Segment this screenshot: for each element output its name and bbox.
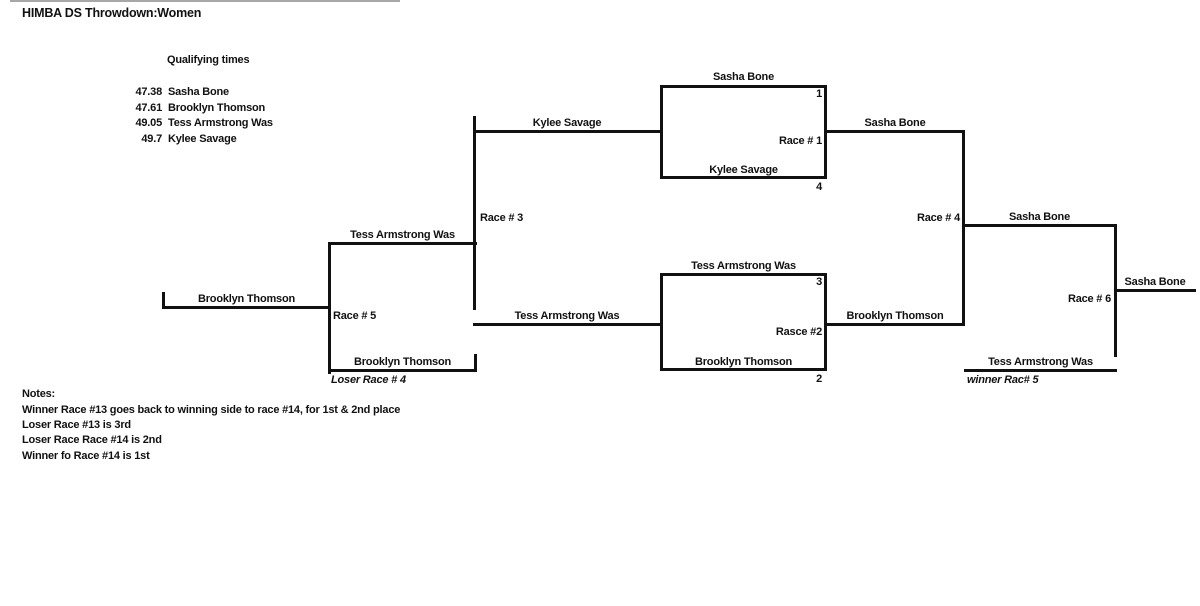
qualifying-name: Kylee Savage: [168, 133, 237, 145]
race1-label: Race # 1: [778, 135, 822, 147]
race3-top-name: Kylee Savage: [532, 117, 602, 129]
race2-top-name: Tess Armstrong Was: [691, 260, 796, 272]
race3-top-line: [473, 130, 661, 133]
qualifying-time: 49.05: [135, 117, 162, 129]
race5-label: Race # 5: [333, 310, 377, 322]
race2-top-seed: 3: [816, 276, 822, 288]
race1-top-name: Sasha Bone: [713, 71, 774, 83]
race6-bottom-name: Tess Armstrong Was: [988, 356, 1093, 368]
race3-bottom-line: [473, 323, 661, 326]
qualifying-time: 47.61: [135, 102, 162, 114]
race6-label: Race # 6: [1067, 293, 1111, 305]
race5-bottom-name: Brooklyn Thomson: [353, 356, 452, 368]
race2-label: Rasce #2: [775, 326, 822, 338]
race2-bottom-name: Brooklyn Thomson: [694, 356, 793, 368]
race1-winner-name: Sasha Bone: [864, 117, 926, 129]
page-title: HIMBA DS Throwdown:Women: [22, 6, 202, 20]
race6-bottom-note: winner Rac# 5: [967, 374, 1039, 386]
race1-winner-line: [825, 130, 965, 133]
qualifying-header: Qualifying times: [167, 54, 250, 66]
qualifying-name: Tess Armstrong Was: [168, 117, 273, 129]
race1-bottom-name: Kylee Savage: [709, 164, 778, 176]
race6-bottom-line: [964, 369, 1117, 372]
race1-bottom-seed: 4: [816, 181, 822, 193]
race4-winner-line: [962, 224, 1117, 227]
race5-left-edge: [328, 242, 331, 374]
champion-name: Sasha Bone: [1124, 276, 1186, 288]
race3-bottom-name: Tess Armstrong Was: [514, 310, 620, 322]
race5-top-name: Tess Armstrong Was: [350, 229, 455, 241]
race3-vertical-line: [473, 116, 476, 310]
race4-vertical-line: [962, 130, 965, 326]
race4-winner-name: Sasha Bone: [1009, 211, 1070, 223]
race3-label: Race # 3: [480, 212, 524, 224]
race4-label: Race # 4: [916, 212, 960, 224]
race2-winner-name: Brooklyn Thomson: [846, 310, 944, 322]
top-crop-artifact: [10, 0, 400, 2]
race5-feeder-line: [162, 306, 331, 309]
race5-bottom-tick: [474, 354, 477, 371]
qualifying-time: 47.38: [135, 86, 162, 98]
notes-line: Winner Race #13 goes back to winning sid…: [22, 404, 401, 416]
qualifying-name: Brooklyn Thomson: [168, 102, 266, 114]
race5-bottom-line: [328, 369, 477, 372]
champion-line: [1114, 289, 1196, 292]
race5-top-line: [328, 242, 477, 245]
race2-winner-line: [825, 323, 965, 326]
race2-bottom-seed: 2: [816, 373, 822, 385]
notes-line: Winner fo Race #14 is 1st: [22, 450, 150, 462]
race5-feeder-tick: [162, 292, 165, 309]
race5-feeder-name: Brooklyn Thomson: [197, 293, 296, 305]
notes-header: Notes:: [22, 388, 56, 400]
notes-line: Loser Race #13 is 3rd: [22, 419, 131, 431]
qualifying-time: 49.7: [141, 133, 162, 145]
race1-top-seed: 1: [816, 88, 822, 100]
notes-line: Loser Race Race #14 is 2nd: [22, 434, 162, 446]
qualifying-name: Sasha Bone: [168, 86, 229, 98]
race5-bottom-note: Loser Race # 4: [331, 374, 406, 386]
race2-box: [660, 273, 827, 371]
